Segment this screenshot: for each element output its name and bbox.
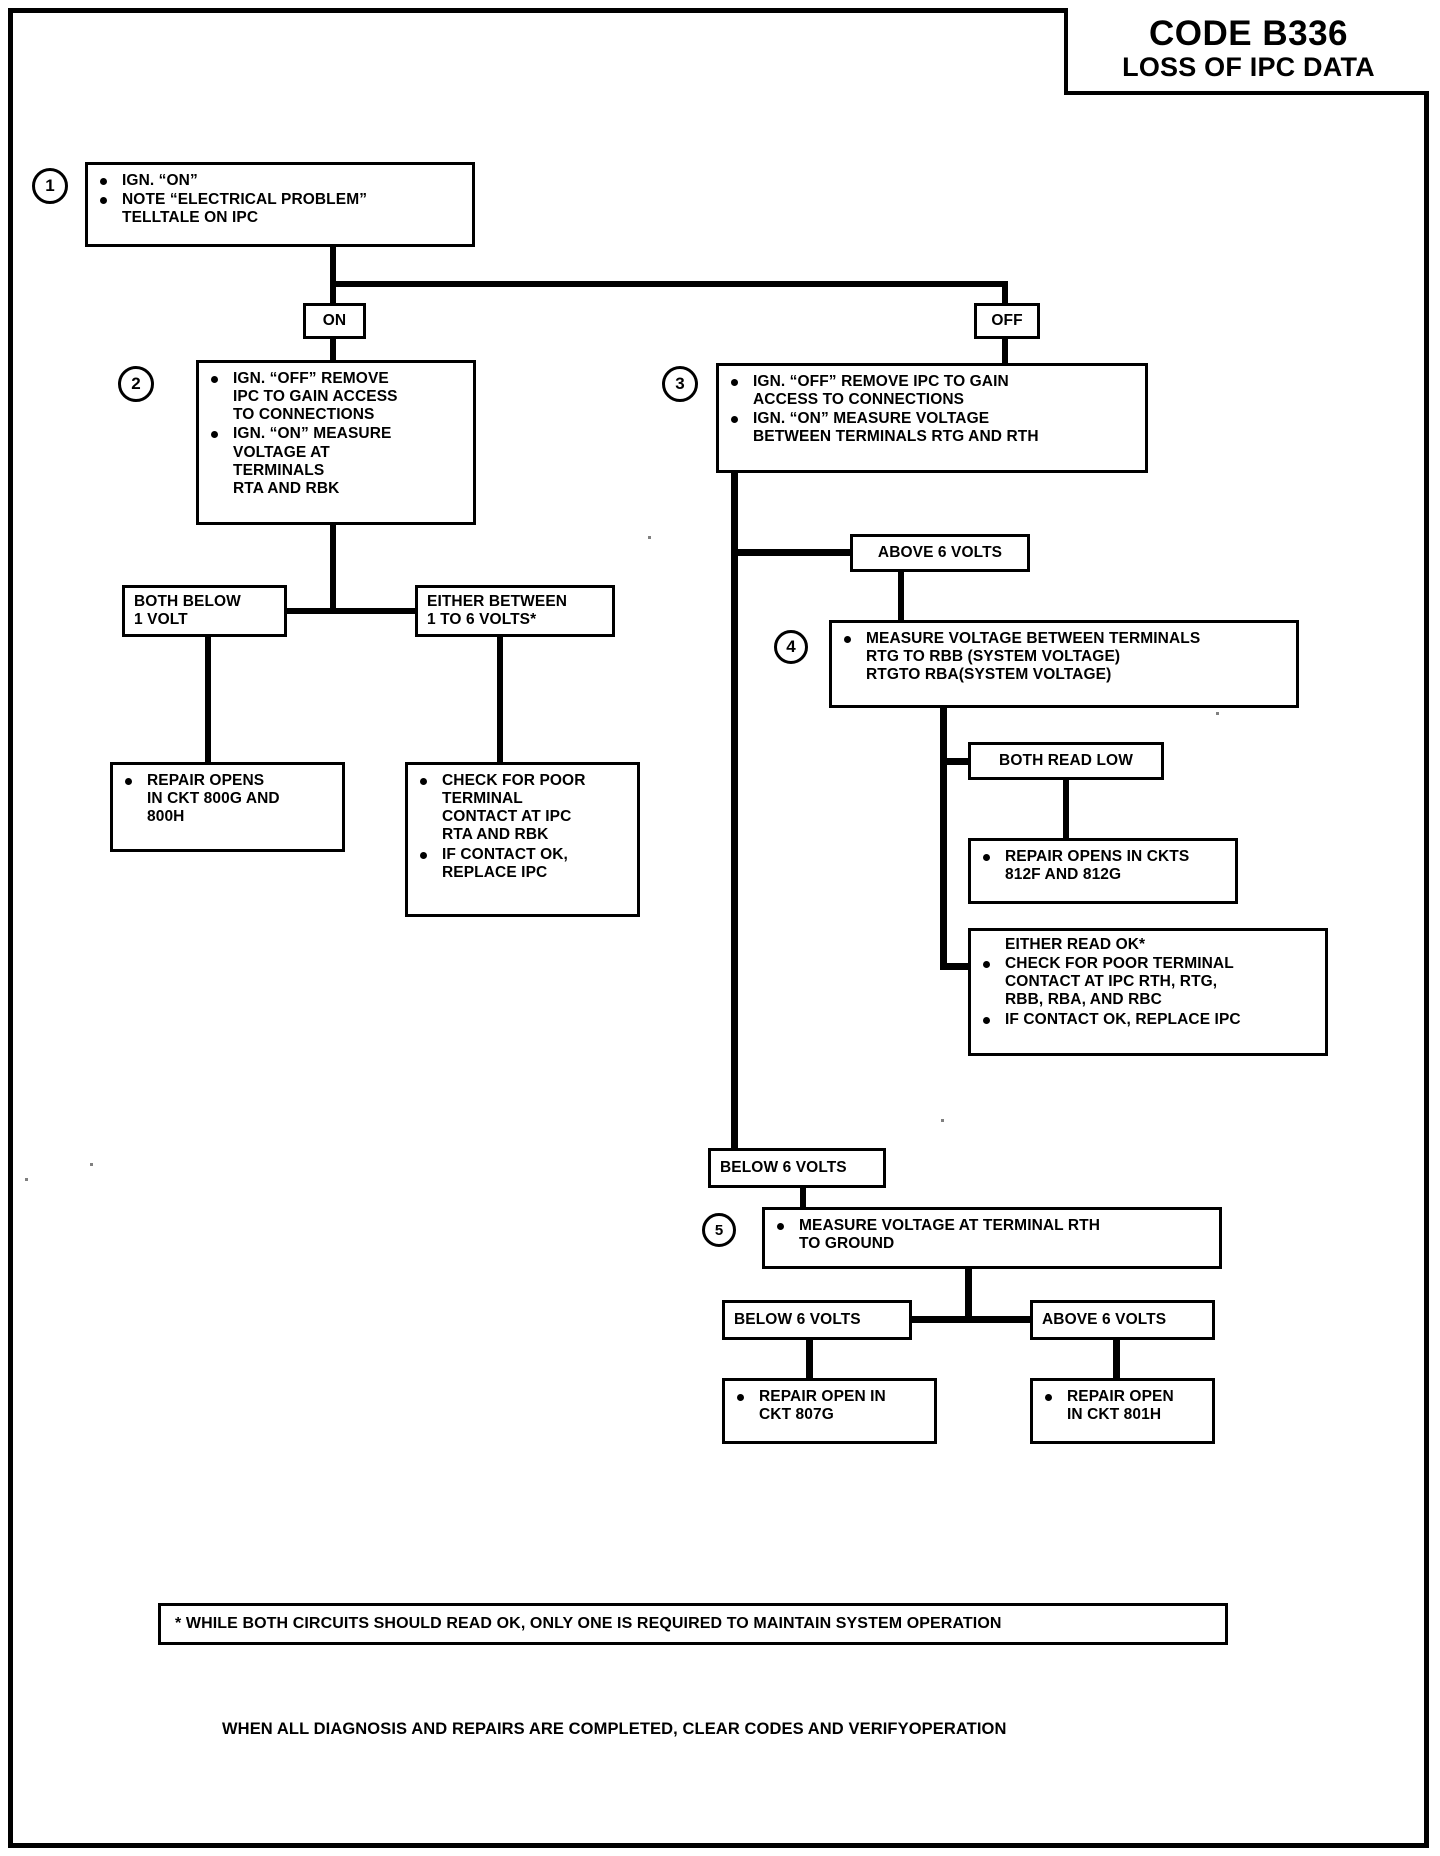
step-1-box: IGN. “ON” NOTE “ELECTRICAL PROBLEM” TELL… xyxy=(85,162,475,247)
step-1-item-1: IGN. “ON” xyxy=(96,172,464,190)
step-2-box: IGN. “OFF” REMOVE IPC TO GAIN ACCESS TO … xyxy=(196,360,476,525)
connector-step4-trunk xyxy=(940,708,947,970)
outcome-either-read-ok-item-2: IF CONTACT OK, REPLACE IPC xyxy=(979,1011,1317,1029)
outcome-repair-807g-item: REPAIR OPEN IN CKT 807G xyxy=(733,1388,926,1424)
scan-speckle xyxy=(941,1119,944,1122)
step-number-3: 3 xyxy=(662,366,698,402)
footer-note: WHEN ALL DIAGNOSIS AND REPAIRS ARE COMPL… xyxy=(222,1720,1007,1738)
connector-both-below-down xyxy=(205,637,211,765)
scan-speckle xyxy=(648,536,651,539)
connector-step3-trunk xyxy=(731,473,738,1173)
connector-above6v-bottom-down xyxy=(1113,1340,1120,1380)
step-3-item-2: IGN. “ON” MEASURE VOLTAGE BETWEEN TERMIN… xyxy=(727,410,1137,446)
page-border-right xyxy=(1424,8,1429,1848)
outcome-either-read-ok-header: EITHER READ OK* xyxy=(1005,936,1146,953)
outcome-repair-801h-item: REPAIR OPEN IN CKT 801H xyxy=(1041,1388,1204,1424)
code-subtitle: LOSS OF IPC DATA xyxy=(1122,52,1375,83)
label-above-6-volts-bottom: ABOVE 6 VOLTS xyxy=(1030,1300,1215,1340)
connector-step1-down xyxy=(330,247,336,286)
step-5-item-1: MEASURE VOLTAGE AT TERMINAL RTH TO GROUN… xyxy=(773,1217,1211,1253)
connector-step4-to-either-read-ok xyxy=(940,963,970,970)
connector-step2-split xyxy=(242,608,496,614)
scan-speckle xyxy=(1216,712,1219,715)
scan-speckle xyxy=(90,1163,93,1166)
label-either-between-1-to-6-volts: EITHER BETWEEN 1 TO 6 VOLTS* xyxy=(415,585,615,637)
step-2-item-1: IGN. “OFF” REMOVE IPC TO GAIN ACCESS TO … xyxy=(207,370,465,424)
step-4-item-1: MEASURE VOLTAGE BETWEEN TERMINALS RTG TO… xyxy=(840,630,1288,684)
label-below-6-volts-bottom: BELOW 6 VOLTS xyxy=(722,1300,912,1340)
step-number-5: 5 xyxy=(702,1213,736,1247)
step-number-4: 4 xyxy=(774,630,808,664)
connector-both-read-low-down xyxy=(1063,780,1069,841)
outcome-check-poor-item-1: CHECK FOR POOR TERMINAL CONTACT AT IPC R… xyxy=(416,772,629,845)
title-block: CODE B336 LOSS OF IPC DATA xyxy=(1064,8,1429,95)
outcome-repair-812-item: REPAIR OPENS IN CKTS 812F AND 812G xyxy=(979,848,1227,884)
connector-to-above-6v xyxy=(731,549,853,556)
step-number-1: 1 xyxy=(32,168,68,204)
connector-below6v-to-step5 xyxy=(800,1188,806,1218)
outcome-repair-open-801h: REPAIR OPEN IN CKT 801H xyxy=(1030,1378,1215,1444)
connector-step5-down xyxy=(965,1269,972,1322)
outcome-either-read-ok-item-1: CHECK FOR POOR TERMINAL CONTACT AT IPC R… xyxy=(979,955,1317,1009)
step-3-item-1: IGN. “OFF” REMOVE IPC TO GAIN ACCESS TO … xyxy=(727,373,1137,409)
outcome-repair-800-item: REPAIR OPENS IN CKT 800G AND 800H xyxy=(121,772,334,826)
connector-step2-down xyxy=(330,525,336,614)
label-above-6-volts-top: ABOVE 6 VOLTS xyxy=(850,534,1030,572)
outcome-check-poor-item-2: IF CONTACT OK, REPLACE IPC xyxy=(416,846,629,882)
page-border-top-left xyxy=(8,8,1068,13)
step-number-2: 2 xyxy=(118,366,154,402)
branch-label-off: OFF xyxy=(974,303,1040,339)
label-both-below-1-volt: BOTH BELOW 1 VOLT xyxy=(122,585,287,637)
connector-to-off-label xyxy=(1002,287,1008,304)
connector-below6v-bottom-down xyxy=(806,1340,813,1380)
outcome-check-poor-terminal-rta-rbk: CHECK FOR POOR TERMINAL CONTACT AT IPC R… xyxy=(405,762,640,917)
outcome-either-read-ok: EITHER READ OK* CHECK FOR POOR TERMINAL … xyxy=(968,928,1328,1056)
page-border-left xyxy=(8,8,13,1848)
step-1-item-2: NOTE “ELECTRICAL PROBLEM” TELLTALE ON IP… xyxy=(96,191,464,227)
step-3-box: IGN. “OFF” REMOVE IPC TO GAIN ACCESS TO … xyxy=(716,363,1148,473)
connector-step5-split xyxy=(810,1316,1130,1323)
connector-off-to-step3 xyxy=(1002,339,1008,363)
connector-above6v-to-step4 xyxy=(898,572,904,622)
step-2-item-2: IGN. “ON” MEASURE VOLTAGE AT TERMINALS R… xyxy=(207,425,465,498)
outcome-repair-opens-812: REPAIR OPENS IN CKTS 812F AND 812G xyxy=(968,838,1238,904)
step-4-box: MEASURE VOLTAGE BETWEEN TERMINALS RTG TO… xyxy=(829,620,1299,708)
scan-speckle xyxy=(25,1178,28,1181)
page-border-bottom xyxy=(8,1843,1429,1848)
connector-to-on-label xyxy=(330,287,336,304)
connector-step4-to-both-read-low xyxy=(940,758,970,765)
connector-step1-split xyxy=(330,281,1008,287)
footnote-bar: * WHILE BOTH CIRCUITS SHOULD READ OK, ON… xyxy=(158,1603,1228,1645)
connector-on-to-step2 xyxy=(330,339,336,361)
step-5-box: MEASURE VOLTAGE AT TERMINAL RTH TO GROUN… xyxy=(762,1207,1222,1269)
connector-either-between-down xyxy=(497,637,503,765)
label-below-6-volts-main: BELOW 6 VOLTS xyxy=(708,1148,886,1188)
outcome-repair-open-807g: REPAIR OPEN IN CKT 807G xyxy=(722,1378,937,1444)
branch-label-on: ON xyxy=(303,303,366,339)
code-title: CODE B336 xyxy=(1148,14,1349,54)
label-both-read-low: BOTH READ LOW xyxy=(968,742,1164,780)
outcome-repair-opens-800: REPAIR OPENS IN CKT 800G AND 800H xyxy=(110,762,345,852)
